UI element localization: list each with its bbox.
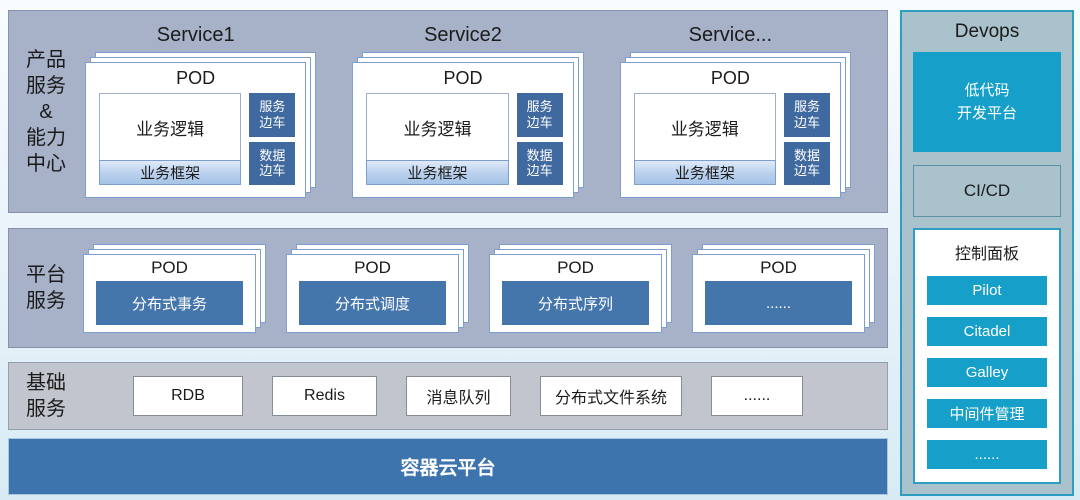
sidecar-column: 服务 边车 数据 边车 — [783, 93, 830, 185]
platform-ellipsis-box: ...... — [705, 281, 852, 325]
infra-row: RDB Redis 消息队列 分布式文件系统 ...... — [83, 363, 887, 429]
devops-panel: Devops 低代码 开发平台 CI/CD 控制面板 Pilot Citadel… — [900, 10, 1074, 496]
business-framework-box: 业务框架 — [633, 160, 776, 185]
business-logic-box: 业务逻辑 — [99, 93, 242, 161]
service-title: Service2 — [424, 23, 502, 46]
pod-card: POD 业务逻辑 业务框架 服务 边车 数据 边车 — [352, 62, 574, 198]
band-label-products: 产品 服务 & 能力 中心 — [26, 48, 66, 175]
pod-body: 业务逻辑 业务框架 服务 边车 数据 边车 — [621, 93, 840, 197]
service-sidecar-box: 服务 边车 — [249, 93, 296, 137]
service-sidecar-box: 服务 边车 — [783, 93, 830, 137]
pod-stack: POD 业务逻辑 业务框架 服务 边车 数据 边车 — [85, 52, 317, 198]
data-sidecar-box: 数据 边车 — [783, 141, 830, 185]
service-group-3: Service... POD 业务逻辑 业务框架 — [619, 17, 851, 212]
platform-pod-stack-3: POD 分布式序列 — [489, 244, 672, 333]
distributed-scheduling-box: 分布式调度 — [299, 281, 446, 325]
pod-card: POD 分布式调度 — [286, 254, 459, 333]
pod-title: POD — [557, 258, 594, 277]
pod-title: POD — [354, 258, 391, 277]
band-label-basic: 基础 服务 — [26, 372, 66, 420]
service-group-1: Service1 POD 业务逻辑 业务框架 — [85, 17, 317, 212]
distributed-sequence-box: 分布式序列 — [502, 281, 649, 325]
infra-box-redis: Redis — [272, 376, 377, 416]
container-cloud-platform-bar: 容器云平台 — [8, 438, 888, 495]
business-framework-box: 业务框架 — [99, 160, 242, 185]
business-logic-box: 业务逻辑 — [366, 93, 509, 161]
services-row: Service1 POD 业务逻辑 业务框架 — [83, 11, 887, 212]
service-group-2: Service2 POD 业务逻辑 业务框架 — [352, 17, 584, 212]
data-sidecar-box: 数据 边车 — [249, 141, 296, 185]
infra-box-ellipsis: ...... — [711, 376, 803, 416]
pod-body: 业务逻辑 业务框架 服务 边车 数据 边车 — [86, 93, 305, 197]
infra-box-rdb: RDB — [133, 376, 243, 416]
pod-card: POD 分布式事务 — [83, 254, 256, 333]
sidecar-column: 服务 边车 数据 边车 — [249, 93, 296, 185]
pod-card: POD 业务逻辑 业务框架 服务 边车 数据 边车 — [85, 62, 307, 198]
logic-column: 业务逻辑 业务框架 — [366, 93, 509, 185]
control-panel: 控制面板 Pilot Citadel Galley 中间件管理 ...... — [913, 228, 1061, 484]
pod-card: POD ...... — [692, 254, 865, 333]
platform-pods-row: POD 分布式事务 POD 分布式调度 POD — [83, 229, 887, 347]
business-logic-box: 业务逻辑 — [633, 93, 776, 161]
business-framework-box: 业务框架 — [366, 160, 509, 185]
control-panel-item-middleware: 中间件管理 — [927, 399, 1047, 428]
platform-pod-stack-1: POD 分布式事务 — [83, 244, 266, 333]
infra-box-message-queue: 消息队列 — [406, 376, 511, 416]
band-platform-services: 平台 服务 POD 分布式事务 POD 分布式调度 — [8, 228, 888, 348]
sidecar-column: 服务 边车 数据 边车 — [516, 93, 563, 185]
pod-title: POD — [760, 258, 797, 277]
devops-title: Devops — [954, 21, 1020, 42]
pod-title: POD — [710, 68, 750, 88]
data-sidecar-box: 数据 边车 — [516, 141, 563, 185]
pod-title: POD — [176, 68, 216, 88]
pod-stack: POD 业务逻辑 业务框架 服务 边车 数据 边车 — [619, 52, 851, 198]
service-sidecar-box: 服务 边车 — [516, 93, 563, 137]
pod-card: POD 业务逻辑 业务框架 服务 边车 数据 边车 — [619, 62, 841, 198]
pod-body: 业务逻辑 业务框架 服务 边车 数据 边车 — [353, 93, 572, 197]
control-panel-item-ellipsis: ...... — [927, 440, 1047, 469]
pod-stack: POD 业务逻辑 业务框架 服务 边车 数据 边车 — [352, 52, 584, 198]
distributed-transaction-box: 分布式事务 — [96, 281, 243, 325]
control-panel-item-galley: Galley — [927, 358, 1047, 387]
control-panel-item-citadel: Citadel — [927, 317, 1047, 346]
platform-pod-stack-4: POD ...... — [692, 244, 875, 333]
infra-box-distributed-file-system: 分布式文件系统 — [540, 376, 682, 416]
band-label-platform: 平台 服务 — [26, 264, 66, 312]
lowcode-platform-box: 低代码 开发平台 — [913, 52, 1061, 152]
band-basic-services: 基础 服务 RDB Redis 消息队列 分布式文件系统 ...... — [8, 362, 888, 430]
logic-column: 业务逻辑 业务框架 — [99, 93, 242, 185]
logic-column: 业务逻辑 业务框架 — [633, 93, 776, 185]
platform-pod-stack-2: POD 分布式调度 — [286, 244, 469, 333]
service-title: Service... — [688, 23, 772, 46]
cicd-box: CI/CD — [913, 165, 1061, 217]
pod-card: POD 分布式序列 — [489, 254, 662, 333]
control-panel-item-pilot: Pilot — [927, 276, 1047, 305]
pod-title: POD — [443, 68, 483, 88]
band-product-services: 产品 服务 & 能力 中心 Service1 POD 业务逻辑 业务框架 — [8, 10, 888, 213]
pod-title: POD — [151, 258, 188, 277]
service-title: Service1 — [156, 23, 235, 46]
main-column: 产品 服务 & 能力 中心 Service1 POD 业务逻辑 业务框架 — [8, 10, 888, 495]
control-panel-title: 控制面板 — [954, 246, 1019, 263]
